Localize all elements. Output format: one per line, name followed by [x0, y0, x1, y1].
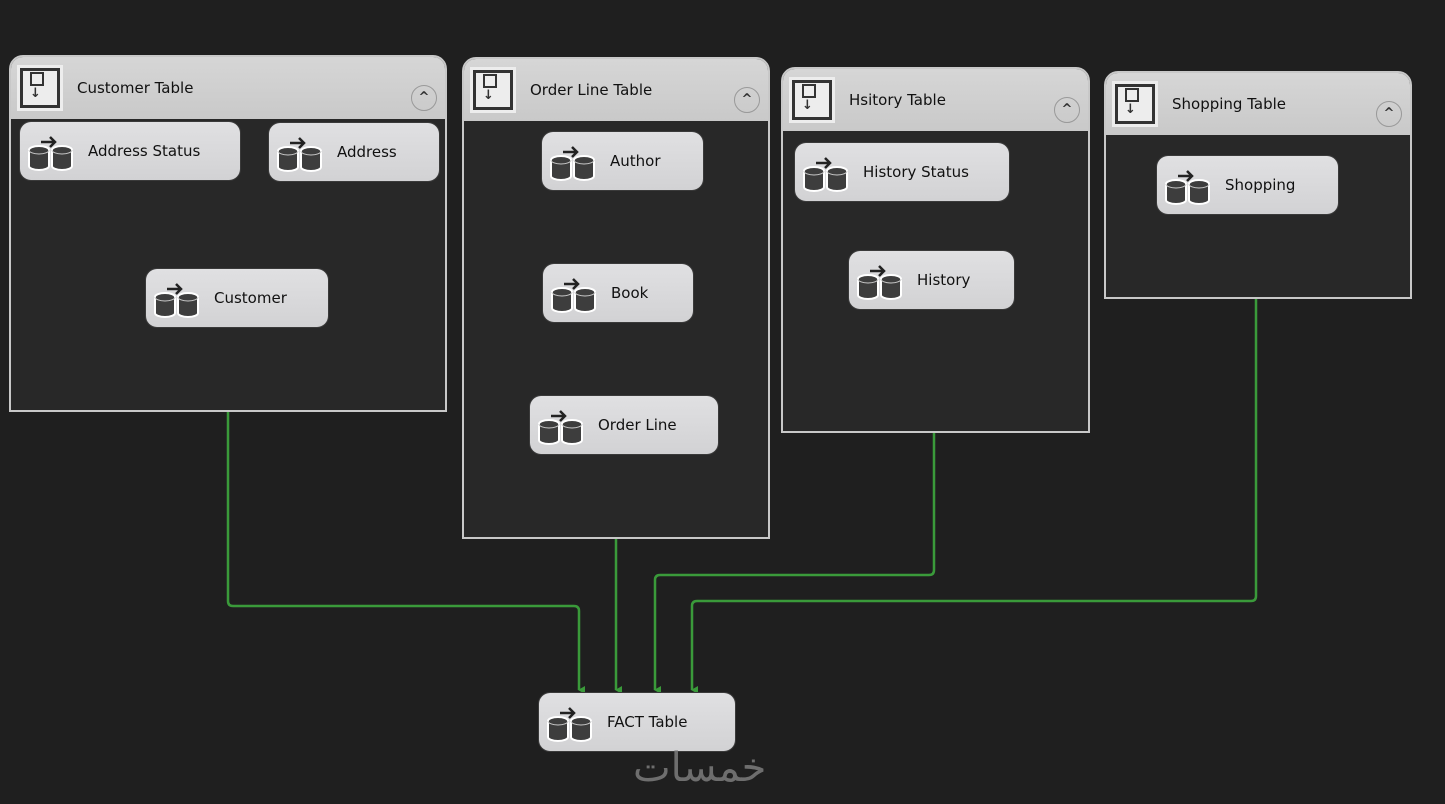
sequence-container-icon: ↓: [789, 77, 835, 123]
task-label: Book: [611, 284, 649, 302]
container-title: Hsitory Table: [849, 91, 946, 109]
task-label: Address Status: [88, 142, 201, 160]
data-flow-task-icon: [28, 136, 73, 171]
task-label: Order Line: [598, 416, 677, 434]
task-label: Customer: [214, 289, 287, 307]
task-order-line[interactable]: Order Line: [530, 396, 718, 454]
task-label: Author: [610, 152, 661, 170]
data-flow-task-icon: [803, 157, 848, 192]
task-label: Address: [337, 143, 397, 161]
task-label: History: [917, 271, 971, 289]
task-history-status[interactable]: History Status: [795, 143, 1009, 201]
container-history-table[interactable]: ↓ Hsitory Table ^: [781, 67, 1090, 433]
container-header: [11, 57, 445, 119]
task-history[interactable]: History: [849, 251, 1014, 309]
task-label: Shopping: [1225, 176, 1296, 194]
task-author[interactable]: Author: [542, 132, 703, 190]
container-customer-table[interactable]: ↓ Customer Table ^: [9, 55, 447, 412]
edge-shopping-table-fact[interactable]: [690, 299, 1258, 694]
collapse-icon[interactable]: ^: [1054, 97, 1080, 123]
data-flow-task-icon: [547, 707, 592, 742]
container-title: Customer Table: [77, 79, 194, 97]
data-flow-task-icon: [277, 137, 322, 172]
sequence-container-icon: ↓: [17, 65, 63, 111]
task-fact-table[interactable]: FACT Table: [539, 693, 735, 751]
task-shopping[interactable]: Shopping: [1157, 156, 1338, 214]
container-title: Shopping Table: [1172, 95, 1287, 113]
collapse-icon[interactable]: ^: [411, 85, 437, 111]
task-book[interactable]: Book: [543, 264, 693, 322]
task-customer[interactable]: Customer: [146, 269, 328, 327]
data-flow-task-icon: [154, 283, 199, 318]
task-address-status[interactable]: Address Status: [20, 122, 240, 180]
sequence-container-icon: ↓: [1112, 81, 1158, 127]
edge-history-table-fact[interactable]: [653, 433, 936, 694]
edge-customer-table-fact[interactable]: [226, 412, 585, 694]
collapse-icon[interactable]: ^: [1376, 101, 1402, 127]
collapse-icon[interactable]: ^: [734, 87, 760, 113]
data-flow-task-icon: [1165, 170, 1210, 205]
task-label: History Status: [863, 163, 969, 181]
container-title: Order Line Table: [530, 81, 653, 99]
data-flow-task-icon: [857, 265, 902, 300]
task-address[interactable]: Address: [269, 123, 439, 181]
watermark: خمسات: [633, 745, 767, 791]
data-flow-task-icon: [538, 410, 583, 445]
task-label: FACT Table: [607, 713, 688, 731]
data-flow-task-icon: [550, 146, 595, 181]
data-flow-task-icon: [551, 278, 596, 313]
sequence-container-icon: ↓: [470, 67, 516, 113]
